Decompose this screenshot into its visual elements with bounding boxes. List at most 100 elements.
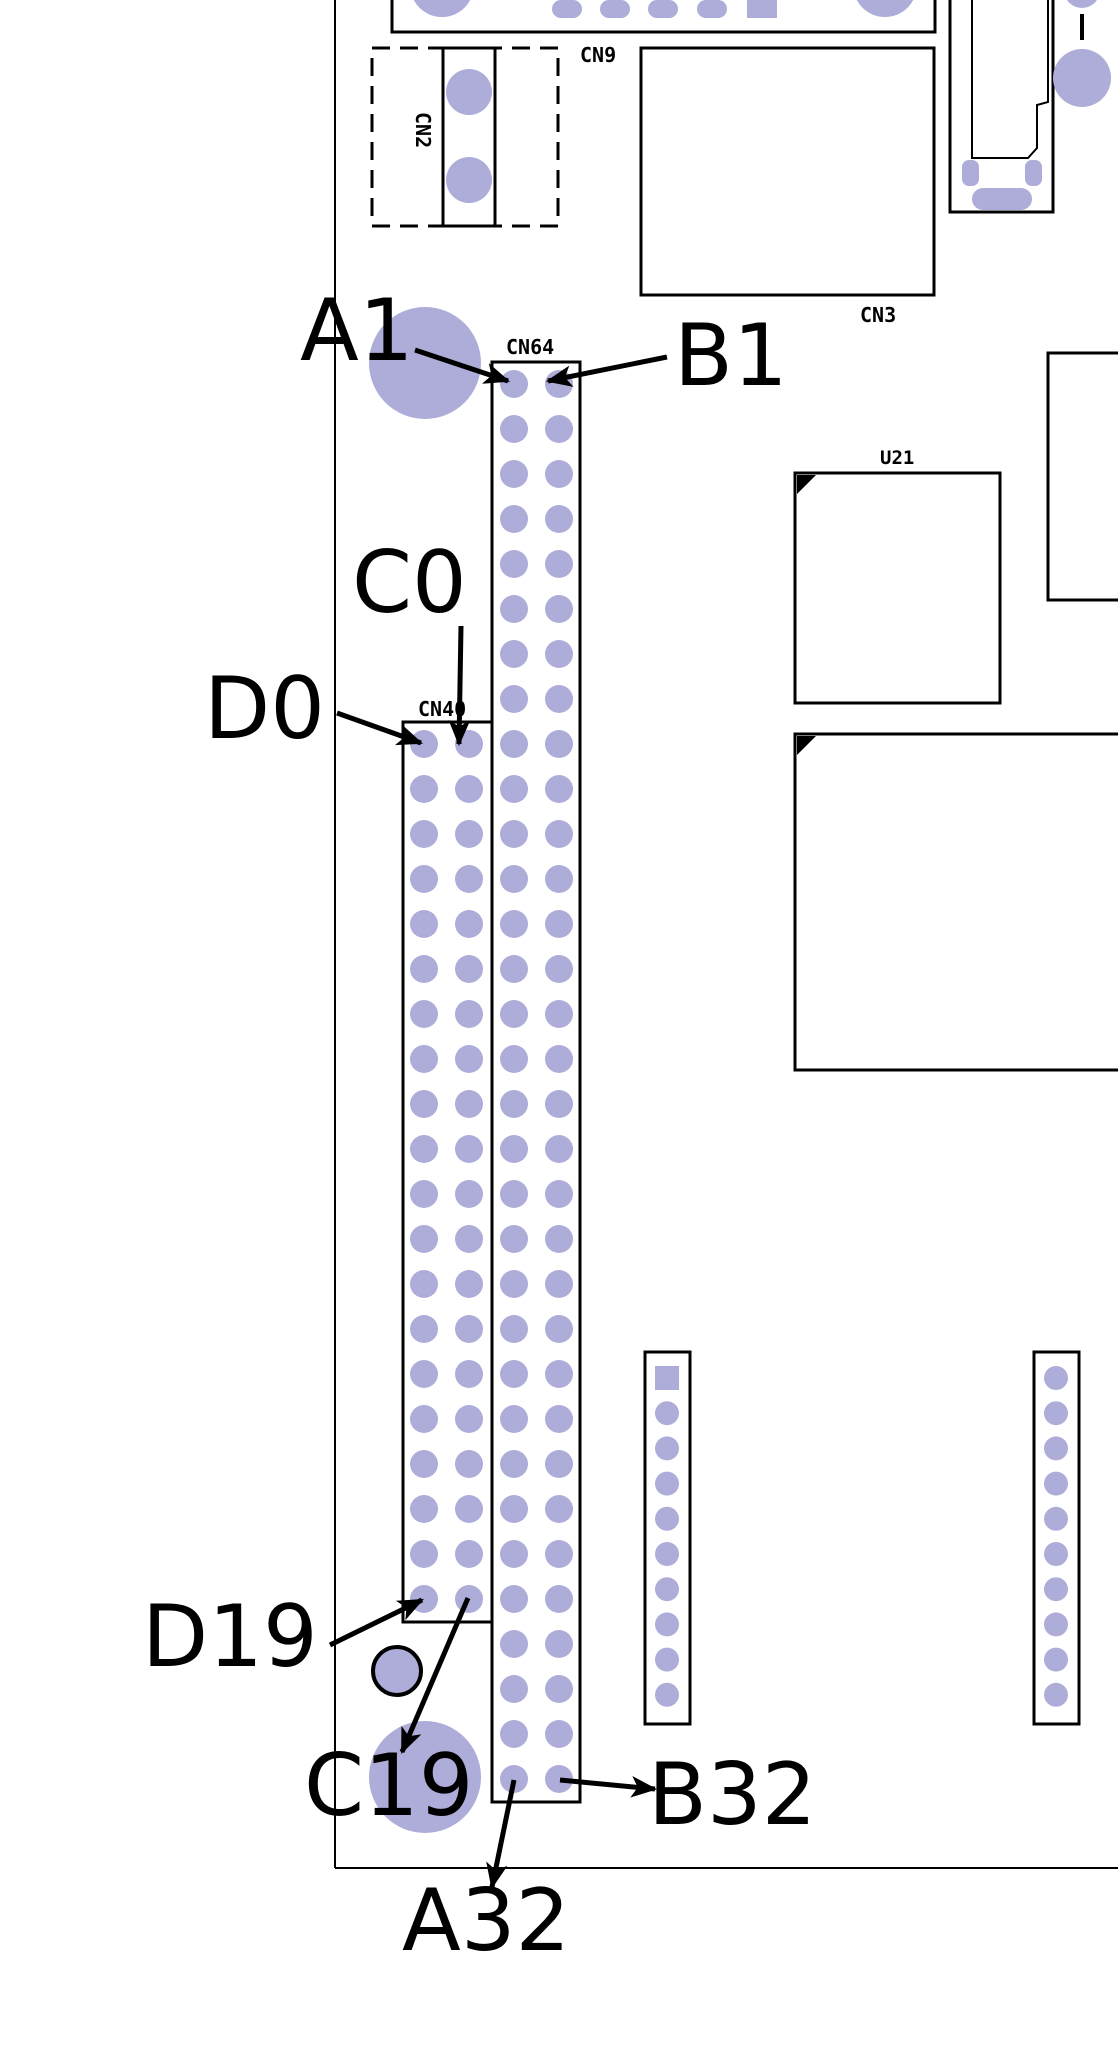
cn64-pin-b2 (545, 415, 573, 443)
cn64-pin-b21 (545, 1270, 573, 1298)
arrow-d0 (336, 710, 424, 746)
cn64-pin-a29 (500, 1630, 528, 1658)
cn64-pin-b9 (545, 730, 573, 758)
header-left-outline (643, 1350, 692, 1726)
callout-d0: D0 (204, 659, 325, 759)
cn64-pin-b17 (545, 1090, 573, 1118)
cn40-pin-d14 (410, 1360, 438, 1388)
cn40-pin-d10 (410, 1180, 438, 1208)
cn40-pin-c13 (455, 1315, 483, 1343)
mounting-hole-top (369, 307, 481, 419)
cn3-outline (639, 46, 936, 297)
board-outline (334, 0, 1118, 1869)
header-left-pin-2 (655, 1401, 679, 1426)
cn40-pin-d0 (410, 730, 438, 758)
cn40-pin-c8 (455, 1090, 483, 1118)
cn64-pin-b28 (545, 1585, 573, 1613)
cn64-pin-a20 (500, 1225, 528, 1253)
callout-d19: D19 (142, 1587, 318, 1687)
cn40-pin-d7 (410, 1045, 438, 1073)
callout-b1: B1 (674, 306, 788, 406)
cn64-pin-b10 (545, 775, 573, 803)
callout-arrows (328, 347, 668, 1890)
cn40-pin-d8 (410, 1090, 438, 1118)
callout-a1: A1 (300, 281, 414, 381)
cn40-pin-d1 (410, 775, 438, 803)
cn9-label: CN9 (580, 43, 616, 67)
cn64-pin-b15 (545, 1000, 573, 1028)
cn64-pin-a16 (500, 1045, 528, 1073)
cn40-pin-c10 (455, 1180, 483, 1208)
cn64-pin-b22 (545, 1315, 573, 1343)
cn64-pin-b23 (545, 1360, 573, 1388)
header-right-pin-4 (1044, 1471, 1068, 1496)
cn64-pin-b26 (545, 1495, 573, 1523)
cn64-pin-a15 (500, 1000, 528, 1028)
cn64-pin-b3 (545, 460, 573, 488)
cn40-pin-c6 (455, 1000, 483, 1028)
cn40-pin-c9 (455, 1135, 483, 1163)
cn64-pin-a10 (500, 775, 528, 803)
arrow-d19 (328, 1597, 424, 1648)
callout-b32: B32 (648, 1745, 816, 1845)
cn64-pin-b32 (545, 1765, 573, 1793)
top-right-component (948, 0, 1111, 214)
header-right-pin-1 (1044, 1366, 1068, 1390)
cn64-pin-a2 (500, 415, 528, 443)
cn64-pin-a31 (500, 1720, 528, 1748)
cn40-pin-c16 (455, 1450, 483, 1478)
header-right-pin-3 (1044, 1436, 1068, 1461)
cn64-pin-b16 (545, 1045, 573, 1073)
cn40-pin-d16 (410, 1450, 438, 1478)
cn40-pin-d12 (410, 1270, 438, 1298)
cn64-pin-a1 (500, 370, 528, 398)
header-right-pin-2 (1044, 1401, 1068, 1426)
cn64-pin-b4 (545, 505, 573, 533)
cn64-pins (500, 370, 573, 1793)
cn40-pin-c5 (455, 955, 483, 983)
callout-c19: C19 (304, 1736, 473, 1836)
cn3-label: CN3 (860, 303, 896, 327)
arrow-a32 (486, 1779, 517, 1890)
cn40-pin-d5 (410, 955, 438, 983)
header-left-pin-6 (655, 1542, 679, 1566)
cn64-pin-b30 (545, 1675, 573, 1703)
cn64-pin-a12 (500, 865, 528, 893)
arrow-c19 (399, 1597, 471, 1754)
cn64-pin-b18 (545, 1135, 573, 1163)
cn40-pin-c15 (455, 1405, 483, 1433)
cn64-pin-a13 (500, 910, 528, 938)
header-left-pin-3 (655, 1436, 679, 1461)
cn64-pin-b11 (545, 820, 573, 848)
cn40-pin-c11 (455, 1225, 483, 1253)
header-right-outline (1032, 1350, 1081, 1726)
cn40-pin-d18 (410, 1540, 438, 1568)
cn64-pin-a4 (500, 505, 528, 533)
cn64-pin-b12 (545, 865, 573, 893)
header-right-pins (1044, 1366, 1068, 1707)
cn40-pin-d13 (410, 1315, 438, 1343)
cn40-pin-c14 (455, 1360, 483, 1388)
cn64-pin-b25 (545, 1450, 573, 1478)
cn64-outline (490, 360, 582, 1804)
cn64-pin-b20 (545, 1225, 573, 1253)
cn64-pin-b27 (545, 1540, 573, 1568)
cn2-connector (370, 46, 560, 228)
header-left-pin-8 (655, 1612, 679, 1637)
cn64-pin-b24 (545, 1405, 573, 1433)
cn40-pin-c1 (455, 775, 483, 803)
cn64-pin-b31 (545, 1720, 573, 1748)
cn64-pin-a24 (500, 1405, 528, 1433)
header-right-pin-8 (1044, 1612, 1068, 1637)
cn2-label: CN2 (411, 112, 435, 148)
cn64-pin-a28 (500, 1585, 528, 1613)
cn64-pin-a23 (500, 1360, 528, 1388)
u21-label: U21 (880, 447, 914, 469)
header-left-pin-9 (655, 1647, 679, 1672)
top-connector (390, 0, 937, 34)
header-left-pin-7 (655, 1577, 679, 1602)
cn64-pin-b6 (545, 595, 573, 623)
header-left-pin-4 (655, 1471, 679, 1496)
cn64-pin-a27 (500, 1540, 528, 1568)
